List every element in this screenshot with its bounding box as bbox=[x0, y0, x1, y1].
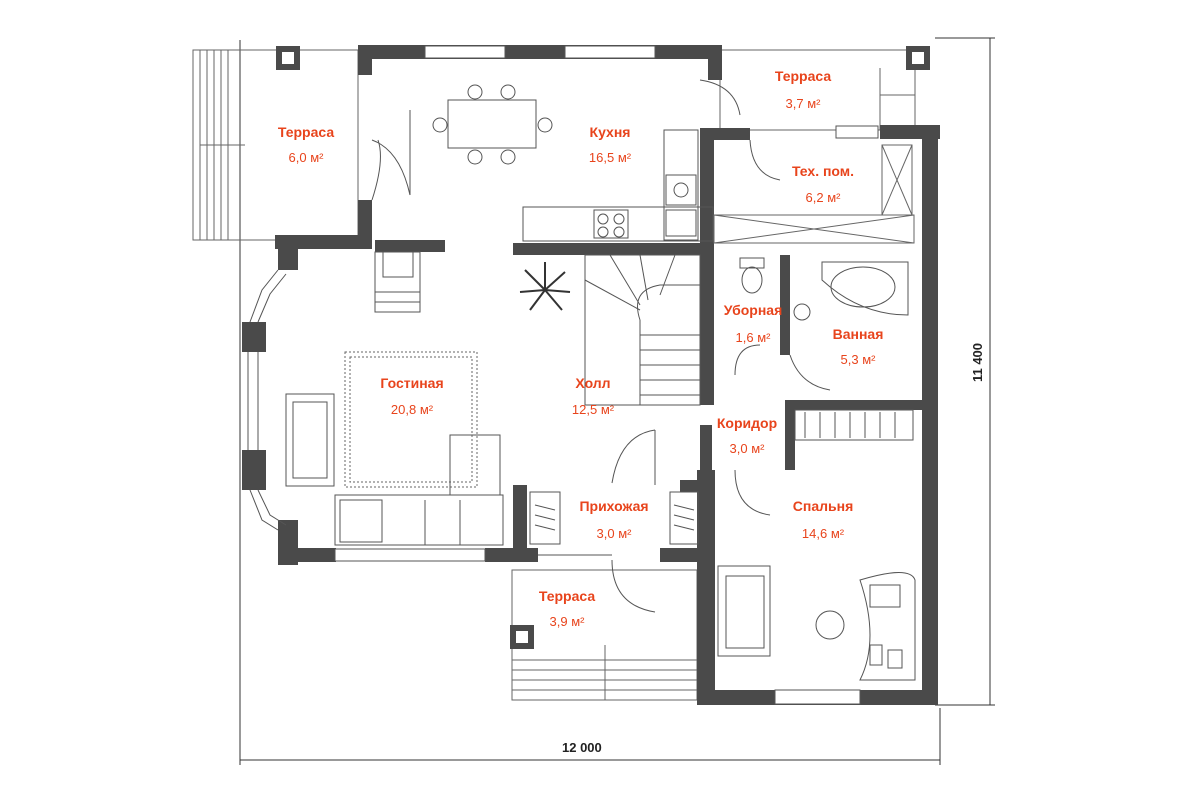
room-name-corridor: Коридор bbox=[716, 415, 778, 431]
dimension-depth-label: 11 400 bbox=[970, 342, 986, 383]
room-name-terrace-south: Терраса bbox=[538, 588, 596, 604]
room-area-kitchen: 16,5 м² bbox=[588, 150, 632, 165]
bedroom-furniture bbox=[717, 565, 916, 681]
dining-table bbox=[432, 84, 553, 165]
room-area-toilet: 1,6 м² bbox=[735, 330, 771, 345]
toilet-fixture bbox=[739, 257, 811, 321]
room-name-terrace-west: Терраса bbox=[277, 124, 335, 140]
plant-icon bbox=[519, 262, 571, 311]
room-area-living: 20,8 м² bbox=[390, 402, 434, 417]
room-area-hall: 12,5 м² bbox=[571, 402, 615, 417]
wardrobes bbox=[529, 409, 914, 545]
room-area-corridor: 3,0 м² bbox=[729, 441, 765, 456]
dimension-width-label: 12 000 bbox=[562, 740, 602, 755]
terrace-west-deck bbox=[192, 49, 359, 241]
room-name-living: Гостиная bbox=[380, 375, 444, 391]
bathtub bbox=[821, 261, 909, 316]
rug bbox=[344, 351, 478, 488]
terrace-northeast-deck bbox=[719, 49, 916, 131]
room-area-utility: 6,2 м² bbox=[805, 190, 841, 205]
utility-cross bbox=[713, 144, 915, 244]
room-name-kitchen: Кухня bbox=[589, 124, 631, 140]
room-area-terrace-south: 3,9 м² bbox=[549, 614, 585, 629]
staircase bbox=[584, 254, 701, 406]
room-name-terrace-northeast: Терраса bbox=[774, 68, 832, 84]
room-name-bathroom: Ванная bbox=[832, 326, 884, 342]
room-area-terrace-northeast: 3,7 м² bbox=[785, 96, 821, 111]
room-area-entry: 3,0 м² bbox=[596, 526, 632, 541]
windows bbox=[334, 45, 879, 705]
doors bbox=[371, 79, 831, 613]
kitchen-counter bbox=[522, 129, 714, 242]
room-area-bathroom: 5,3 м² bbox=[840, 352, 876, 367]
room-name-bedroom: Спальня bbox=[792, 498, 854, 514]
room-area-terrace-west: 6,0 м² bbox=[288, 150, 324, 165]
fireplace bbox=[374, 251, 421, 313]
room-name-toilet: Уборная bbox=[723, 302, 783, 318]
room-name-utility: Тех. пом. bbox=[791, 163, 855, 179]
room-name-hall: Холл bbox=[575, 375, 611, 391]
room-area-bedroom: 14,6 м² bbox=[801, 526, 845, 541]
living-furniture bbox=[285, 393, 504, 546]
room-name-entry: Прихожая bbox=[579, 498, 649, 514]
bay-window bbox=[247, 269, 287, 531]
dimension-lines bbox=[239, 37, 995, 765]
